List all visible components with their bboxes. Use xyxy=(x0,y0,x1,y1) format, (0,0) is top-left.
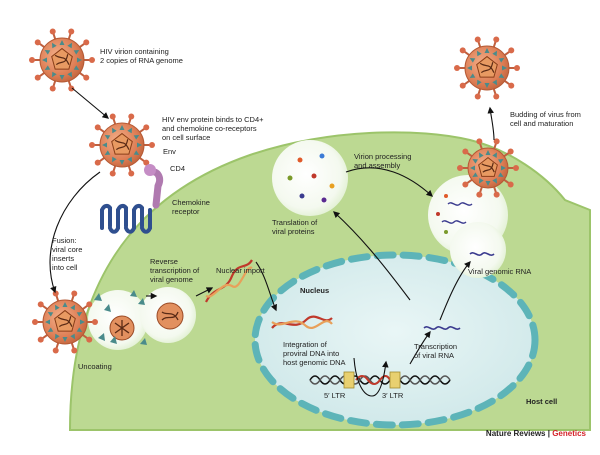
cd4-label: CD4 xyxy=(170,164,186,173)
ltr5-label: 5′ LTR xyxy=(324,391,346,400)
journal-section: Genetics xyxy=(552,429,586,438)
reverse-transcription-label: Reverse transcription of viral genome xyxy=(150,257,200,284)
viral-protein-dots xyxy=(287,153,448,234)
virion-label: HIV virion containing 2 copies of RNA ge… xyxy=(100,47,183,65)
proviral-dna xyxy=(271,315,333,329)
viral-dna-cytoplasm xyxy=(205,259,253,303)
budding-rna-1 xyxy=(447,202,473,206)
genomic-rna-label: Viral genomic RNA xyxy=(468,267,532,276)
uncoated-capsid xyxy=(109,315,135,341)
rna-bubble xyxy=(450,222,506,278)
fusing-virion xyxy=(32,290,98,354)
rt-capsid xyxy=(156,302,184,330)
nuclear-import-label: Nuclear import xyxy=(216,266,265,275)
budding-rna-2 xyxy=(441,220,467,224)
nucleus xyxy=(255,255,535,425)
fusion-label: Fusion: viral core inserts into cell xyxy=(52,236,83,272)
uncoating-label: Uncoating xyxy=(78,362,112,371)
host-cell-label: Host cell xyxy=(526,397,558,406)
translation-label: Translation of viral proteins xyxy=(272,218,318,236)
transcription-label: Transcription of viral RNA xyxy=(414,342,458,360)
matrix-proteins xyxy=(94,290,147,345)
ltr3-label: 3′ LTR xyxy=(382,391,404,400)
journal-credit: Nature Reviews | Genetics xyxy=(486,429,586,438)
free-virion xyxy=(29,28,95,92)
env-binding-label: HIV env protein binds to CD4+ and chemok… xyxy=(162,115,264,142)
processing-bubble xyxy=(272,140,348,216)
nuclear-envelope xyxy=(251,251,539,429)
viral-rna-nucleus xyxy=(423,326,461,330)
chemokine-label: Chemokine receptor xyxy=(172,198,210,216)
host-genomic-dna xyxy=(309,375,451,385)
flow-arrows xyxy=(49,87,495,397)
mature-virion xyxy=(454,36,520,100)
binding-virion xyxy=(89,113,155,177)
budding-virion xyxy=(457,138,519,198)
ltr5-box xyxy=(343,371,355,389)
budding-label: Budding of virus from cell and maturatio… xyxy=(510,110,581,128)
env-label: Env xyxy=(163,147,176,156)
journal-name: Nature Reviews xyxy=(485,429,546,438)
cd4-receptor xyxy=(144,164,164,209)
chemokine-receptor xyxy=(100,206,152,230)
viral-genomic-rna xyxy=(469,252,495,256)
integration-label: Integration of proviral DNA into host ge… xyxy=(283,340,346,367)
nucleus-label: Nucleus xyxy=(300,286,330,295)
processing-label: Virion processing and assembly xyxy=(354,152,412,170)
credit-separator: | xyxy=(545,429,553,438)
ltr3-box xyxy=(389,371,401,389)
